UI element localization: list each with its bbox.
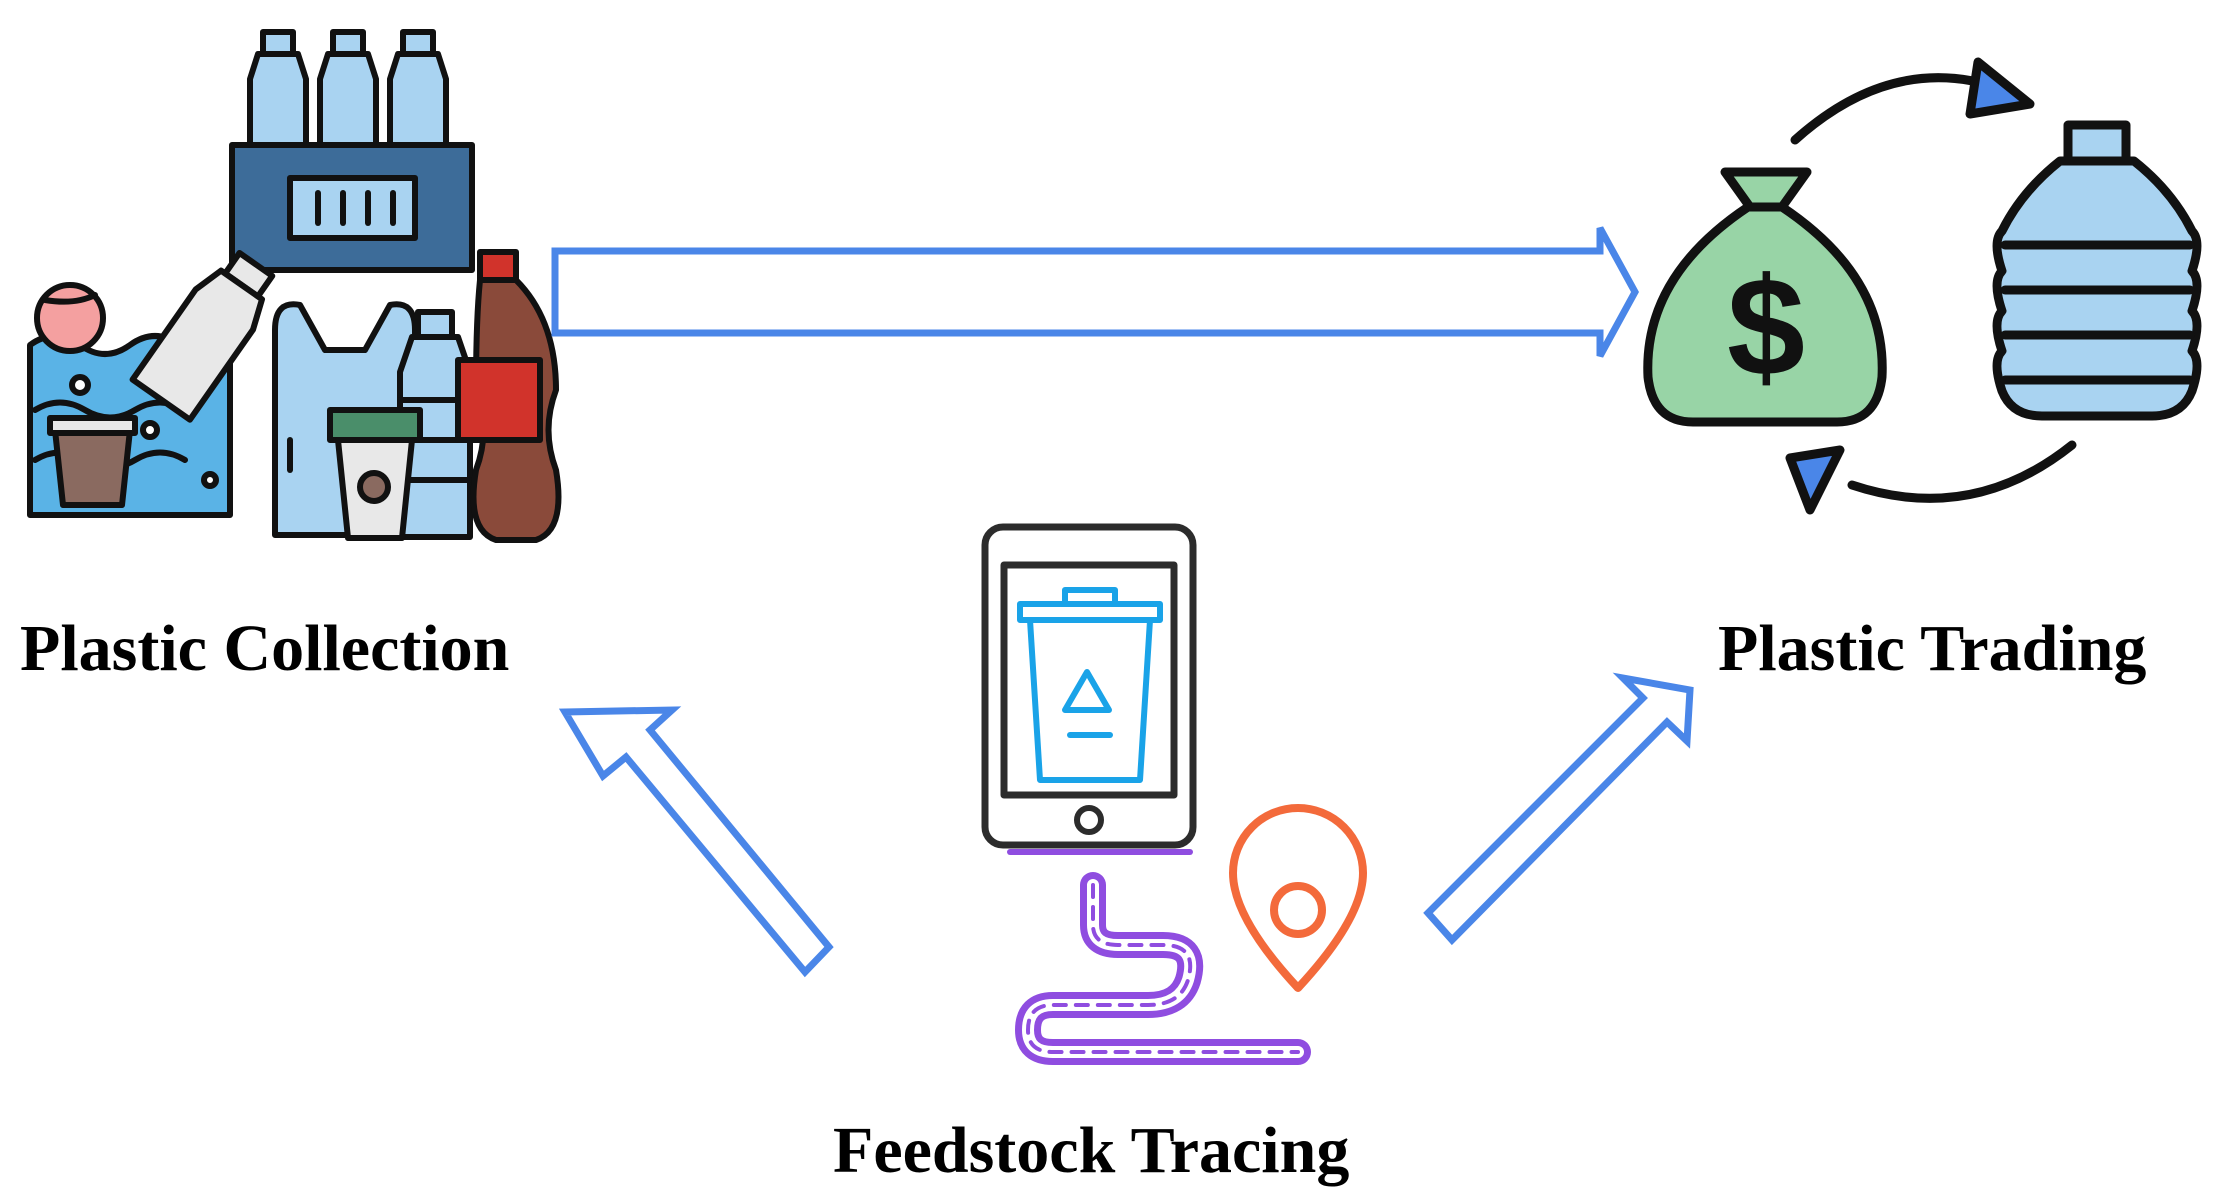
coffee-cup-icon <box>327 407 423 541</box>
smartphone-recycle-route-icon <box>981 523 1367 1065</box>
cola-bottle-icon <box>455 249 562 543</box>
label-plastic-collection: Plastic Collection <box>20 612 510 685</box>
plastic-waste-icon <box>27 29 562 543</box>
water-jug-icon <box>1992 120 2202 421</box>
arrow-head-bottom-icon <box>1785 445 1845 515</box>
location-pin-icon <box>1229 804 1367 992</box>
label-feedstock-tracing: Feedstock Tracing <box>833 1114 1350 1187</box>
cup-icon <box>52 427 133 508</box>
recycle-bin-icon <box>1017 587 1163 783</box>
label-plastic-trading: Plastic Trading <box>1718 612 2147 685</box>
exchange-arrow-bottom <box>1847 440 2077 503</box>
arrow-tracing-to-trading <box>1423 672 1694 946</box>
crate-bottle-icon <box>247 29 449 152</box>
svg-text:$: $ <box>1727 248 1805 405</box>
arrow-tracing-to-collection <box>558 706 834 978</box>
smartphone-icon <box>981 523 1197 855</box>
arrow-head-top-icon <box>1965 57 2035 119</box>
arrow-collection-to-trading <box>551 226 1639 358</box>
tilted-bottle-icon <box>129 249 276 423</box>
money-bag-bottle-exchange-icon: $ <box>1643 57 2202 515</box>
money-bag-icon: $ <box>1643 167 1887 427</box>
